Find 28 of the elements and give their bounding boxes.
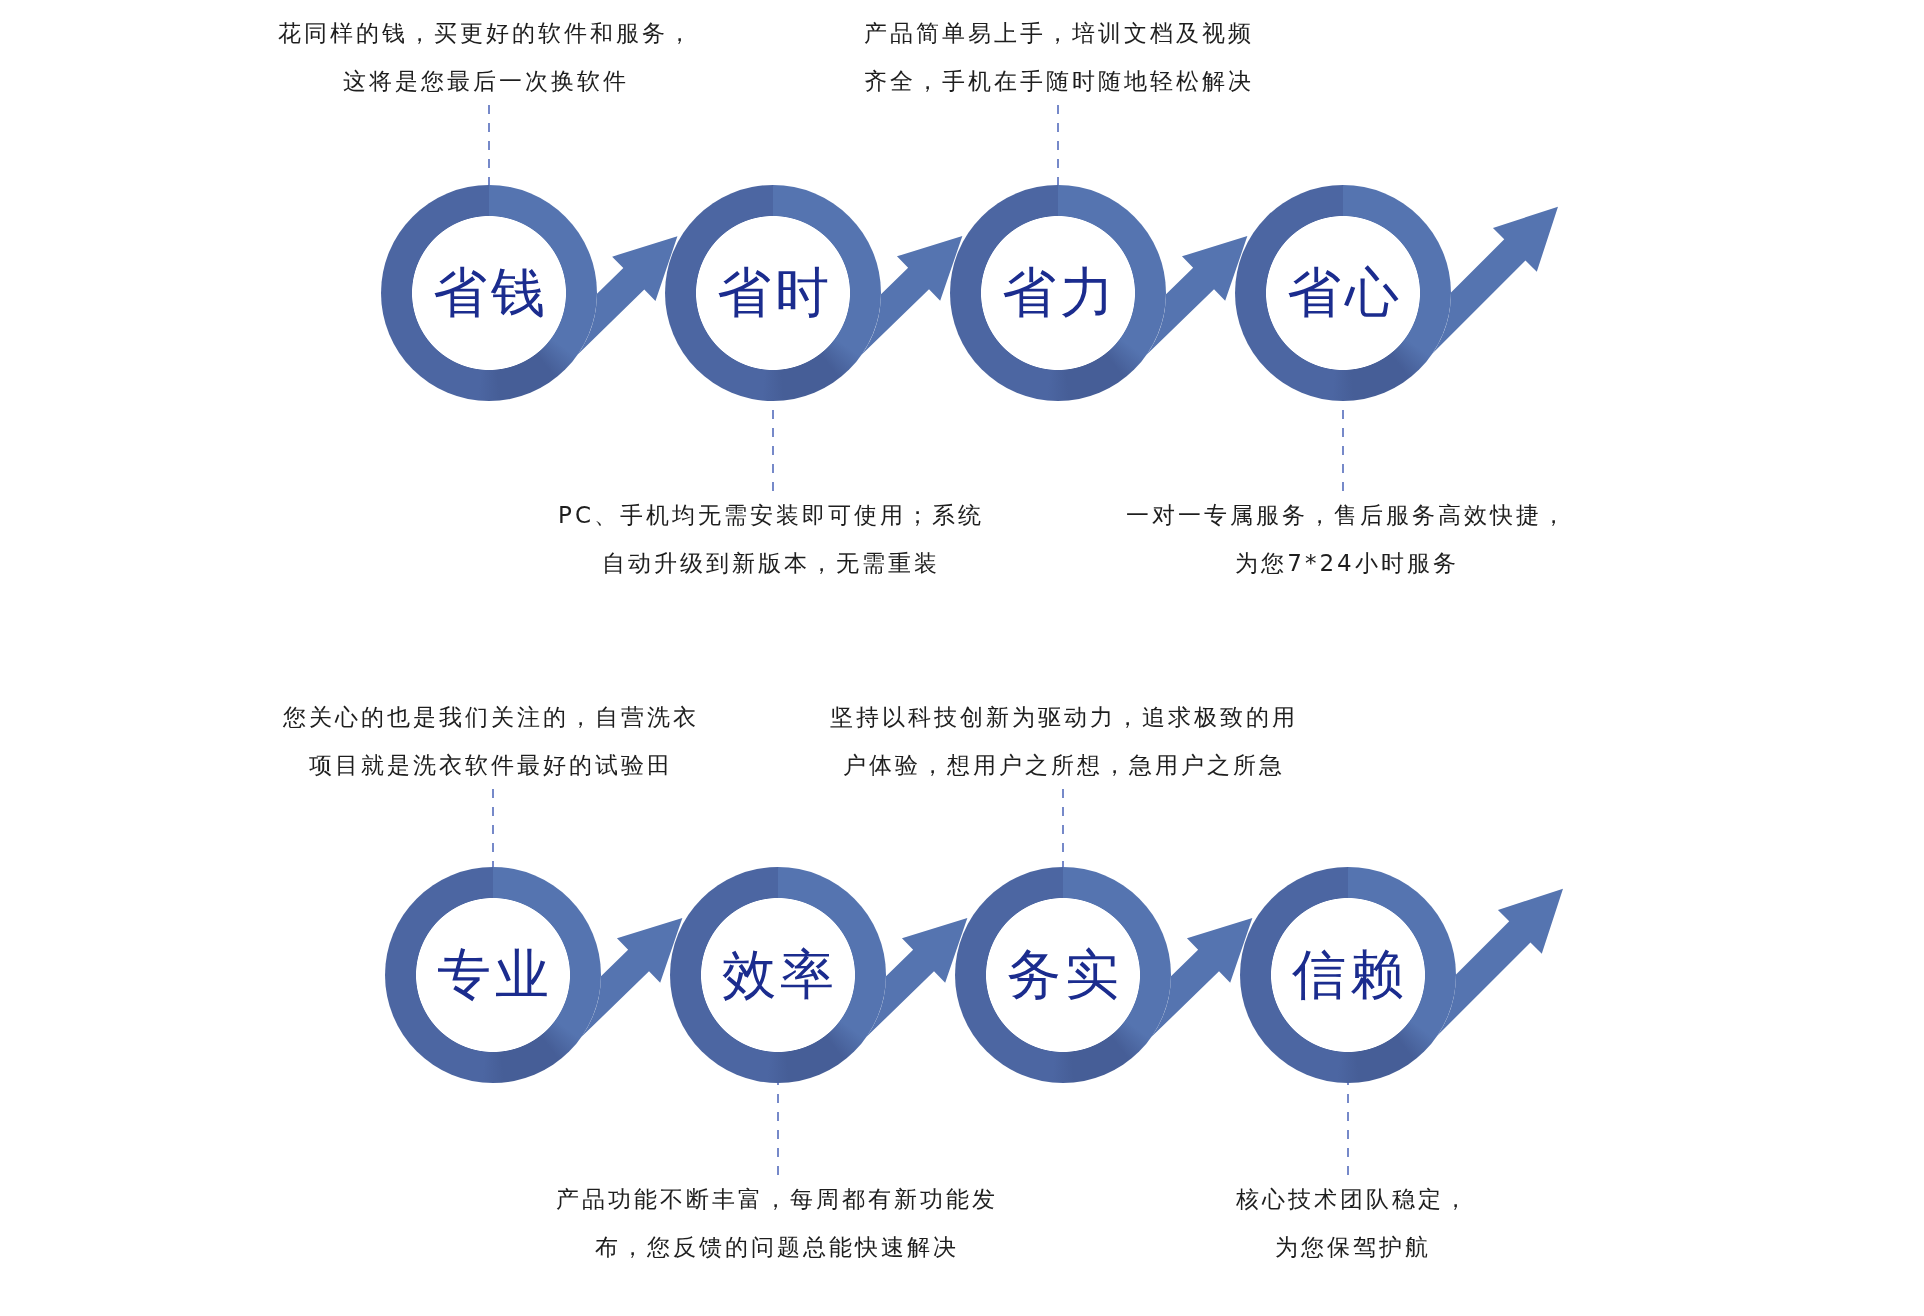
arrow [861,236,963,355]
leader-line [492,788,494,868]
arrow [1146,236,1248,355]
circle-title: 省力 [1001,261,1118,325]
circle-title: 信赖 [1291,943,1408,1007]
description-text: 您关心的也是我们关注的，自营洗衣项目就是洗衣软件最好的试验田 [277,693,705,789]
description-text: 产品功能不断丰富，每周都有新功能发布，您反馈的问题总能快速解决 [550,1175,1004,1271]
circle-title: 省时 [716,261,833,325]
description-text: 坚持以科技创新为驱动力，追求极致的用户体验，想用户之所想，急用户之所急 [824,693,1304,789]
leader-line [488,104,490,186]
leader-line [777,1082,779,1176]
circle-title: 效率 [721,943,838,1007]
circle-title: 省钱 [432,261,549,325]
circle-title: 省心 [1286,261,1403,325]
description-text: 产品简单易上手，培训文档及视频齐全，手机在手随时随地轻松解决 [858,9,1260,105]
description-text: 花同样的钱，买更好的软件和服务，这将是您最后一次换软件 [272,9,700,105]
description-text: 核心技术团队稳定，为您保驾护航 [1230,1175,1476,1271]
arrow [577,236,678,355]
description-text: PC、手机均无需安装即可使用；系统自动升级到新版本，无需重装 [553,491,989,587]
description-text: 一对一专属服务，售后服务高效快捷，为您7*24小时服务 [1121,491,1573,587]
arrow [581,918,683,1037]
leader-line [1062,788,1064,868]
leader-line [1347,1082,1349,1176]
leader-line [1057,104,1059,186]
circle-title: 务实 [1006,943,1123,1007]
arrow [1151,918,1253,1037]
circle-title: 专业 [436,943,553,1007]
arrow [866,918,968,1037]
